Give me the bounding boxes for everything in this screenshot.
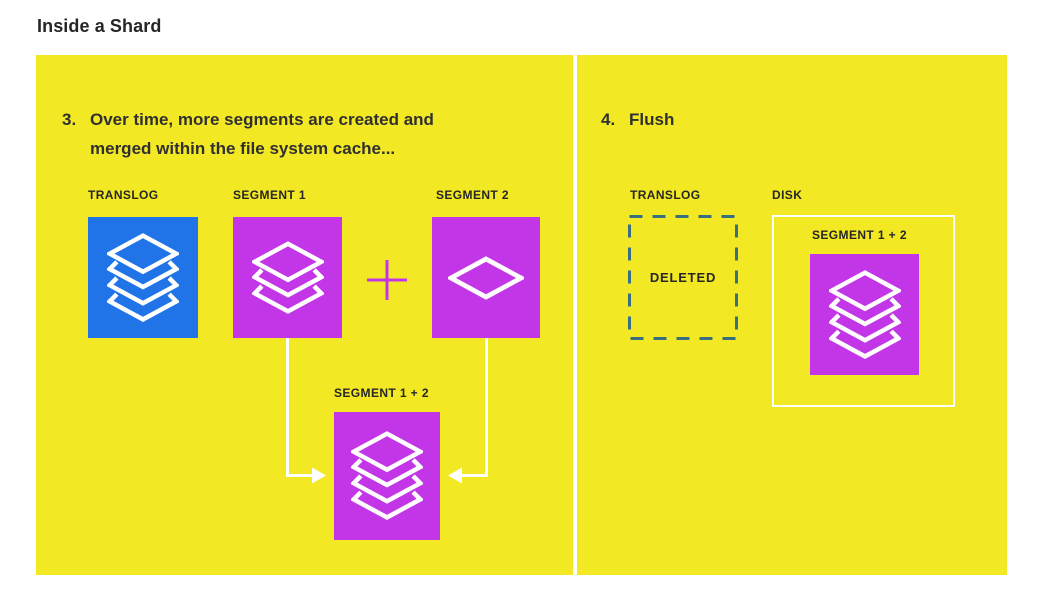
step4-heading: 4. Flush [601,105,674,134]
disk-merged-segment-label: SEGMENT 1 + 2 [812,228,907,242]
page-title: Inside a Shard [37,16,162,36]
merge-arrow-right [462,338,488,477]
translog-deleted-box: DELETED [628,215,738,340]
merge-arrow-left-head [312,467,326,484]
translog-label: TRANSLOG [88,188,159,202]
panel-step3: 3. Over time, more segments are created … [36,55,573,575]
step4-number: 4. [601,110,616,129]
dashed-border [628,215,738,340]
disk-box: SEGMENT 1 + 2 [772,215,955,407]
merge-arrow-left [286,338,312,477]
segment2-box [432,217,540,338]
stacked-layers-3-icon [251,240,324,314]
step4-heading-text: Flush [629,110,675,129]
step3-heading: 3. Over time, more segments are created … [62,105,434,163]
stacked-layers-4-icon [107,232,179,322]
merged-segment-box [334,412,440,540]
merged-segment-label: SEGMENT 1 + 2 [334,386,429,400]
step3-heading-text: Over time, more segments are created and… [90,105,434,163]
segment1-label: SEGMENT 1 [233,188,306,202]
plus-icon [367,260,407,300]
segment1-box [233,217,342,338]
translog-box [88,217,198,338]
panel-step4: 4. Flush TRANSLOG DELETED DISK SEGMENT 1… [577,55,1007,575]
stacked-layers-4-icon [828,269,901,359]
step3-heading-line1: Over time, more segments are created and [90,110,434,129]
stacked-layers-4-icon [351,431,423,520]
diagram-canvas: 3. Over time, more segments are created … [36,55,1007,575]
diamond-layer-icon [448,255,524,300]
step3-heading-line2: merged within the file system cache... [90,139,396,158]
deleted-status: DELETED [649,270,717,285]
translog-label: TRANSLOG [630,188,701,202]
merge-arrow-right-head [448,467,462,484]
disk-merged-segment-box [810,254,919,375]
disk-label: DISK [772,188,803,202]
step3-number: 3. [62,110,77,129]
segment2-label: SEGMENT 2 [436,188,509,202]
